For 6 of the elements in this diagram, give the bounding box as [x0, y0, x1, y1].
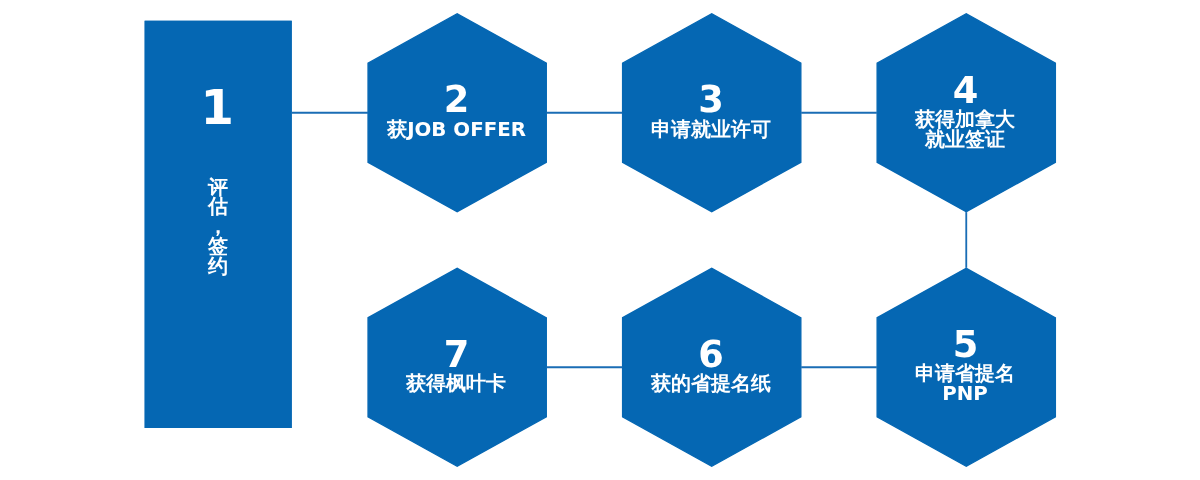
- connector: [800, 366, 878, 369]
- connector: [965, 211, 968, 269]
- connector: [545, 366, 624, 369]
- connector: [290, 111, 369, 114]
- connector: [800, 111, 878, 114]
- connector: [545, 111, 624, 114]
